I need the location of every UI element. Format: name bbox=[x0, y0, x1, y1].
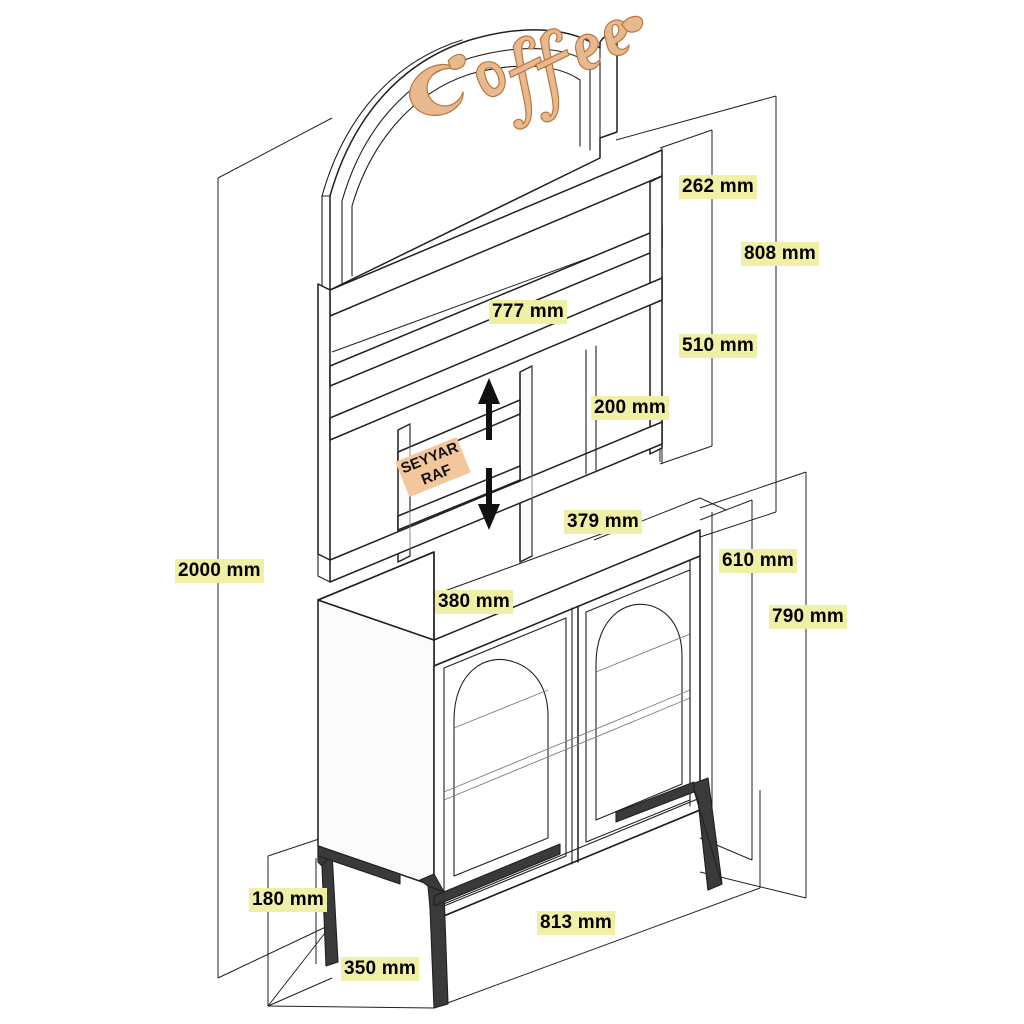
dimension-label-compartment-width: 200 mm bbox=[591, 396, 669, 420]
up-arrow bbox=[478, 378, 500, 440]
down-arrow bbox=[478, 468, 500, 530]
shelf-adjust-arrows bbox=[478, 378, 500, 530]
dimension-label-hutch-height: 808 mm bbox=[741, 242, 819, 266]
dimension-label-hutch-width: 777 mm bbox=[489, 300, 567, 324]
dimension-label-base-depth: 350 mm bbox=[341, 957, 419, 981]
dimension-label-overall-height: 2000 mm bbox=[175, 559, 264, 583]
lower-cabinet bbox=[317, 529, 701, 921]
dimension-label-shelf-section: 510 mm bbox=[679, 334, 757, 358]
dimension-label-cabinet-body-height: 610 mm bbox=[719, 549, 797, 573]
cabinet-legs bbox=[317, 777, 723, 1009]
dimension-label-cabinet-total-height: 790 mm bbox=[769, 605, 847, 629]
dimension-label-base-width: 813 mm bbox=[537, 911, 615, 935]
coffee-script-decor bbox=[409, 15, 644, 130]
dimension-label-shelf-bay-width: 380 mm bbox=[435, 590, 513, 614]
dimension-label-cabinet-depth: 379 mm bbox=[564, 510, 642, 534]
dimension-label-crown-height: 262 mm bbox=[679, 175, 757, 199]
dimension-label-leg-height: 180 mm bbox=[249, 888, 327, 912]
